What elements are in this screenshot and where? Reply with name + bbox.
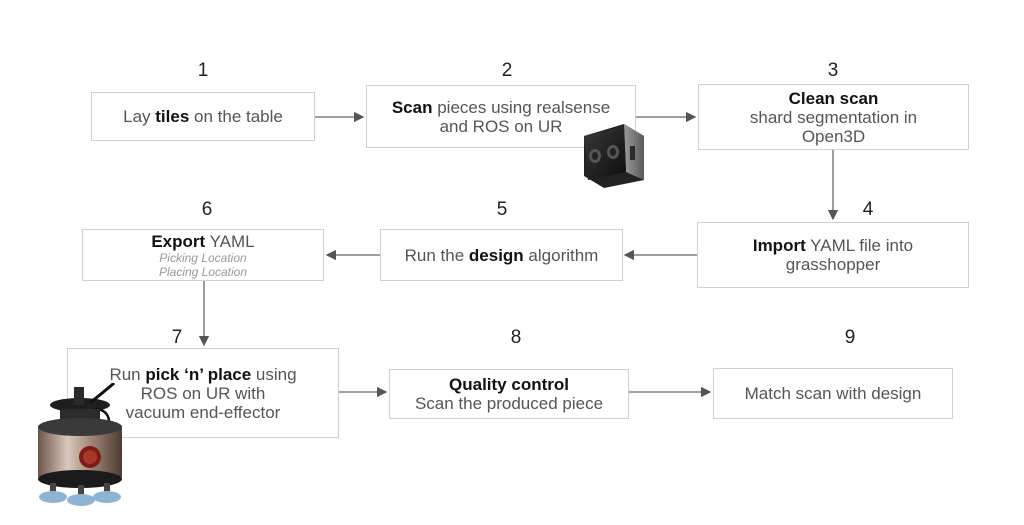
step-number-1: 1 (197, 60, 209, 81)
step-number-8: 8 (510, 327, 522, 348)
step-box-lay-tiles: Lay tiles on the table (91, 92, 315, 141)
step-box-scan: Scan pieces using realsense and ROS on U… (366, 85, 636, 148)
step-6-picking-location: Picking Location (159, 250, 247, 265)
step-9-text: Match scan with design (744, 384, 922, 403)
step-box-match-scan: Match scan with design (713, 368, 953, 419)
step-box-import-yaml: Import YAML file into grasshopper (697, 222, 969, 288)
step-3-line-3: Open3D (801, 126, 866, 146)
step-7-line-2: ROS on UR with (140, 383, 266, 403)
step-number-7: 7 (171, 327, 183, 348)
vacuum-gripper-icon (38, 383, 122, 506)
step-6-placing-location: Placing Location (158, 264, 248, 279)
step-6-line-1: Export YAML (151, 231, 255, 251)
step-1-text: Lay tiles on the table (123, 107, 283, 126)
step-5-text: Run the design algorithm (404, 245, 599, 265)
step-number-4: 4 (862, 199, 874, 220)
step-3-line-2: shard segmentation in (749, 107, 918, 127)
step-2-line-2: and ROS on UR (439, 116, 563, 136)
step-box-quality-control: Quality control Scan the produced piece (389, 369, 629, 419)
step-4-line-1: Import YAML file into (752, 236, 914, 255)
step-box-export-yaml: Export YAML Picking Location Placing Loc… (82, 229, 324, 281)
step-number-2: 2 (501, 60, 513, 81)
step-2-line-1: Scan pieces using realsense (391, 97, 611, 117)
step-number-3: 3 (827, 60, 839, 81)
step-box-clean-scan: Clean scan shard segmentation in Open3D (698, 84, 969, 150)
step-7-line-1: Run pick ‘n’ place using (109, 364, 297, 384)
realsense-camera-icon (584, 124, 644, 188)
step-4-line-2: grasshopper (785, 255, 881, 274)
step-7-line-3: vacuum end-effector (125, 402, 281, 422)
step-number-9: 9 (844, 327, 856, 348)
step-number-6: 6 (201, 199, 213, 220)
step-8-line-2: Scan the produced piece (414, 394, 604, 413)
step-box-run-design: Run the design algorithm (380, 229, 623, 281)
step-3-title: Clean scan (788, 88, 879, 108)
step-8-title: Quality control (449, 375, 569, 394)
step-number-5: 5 (496, 199, 508, 220)
